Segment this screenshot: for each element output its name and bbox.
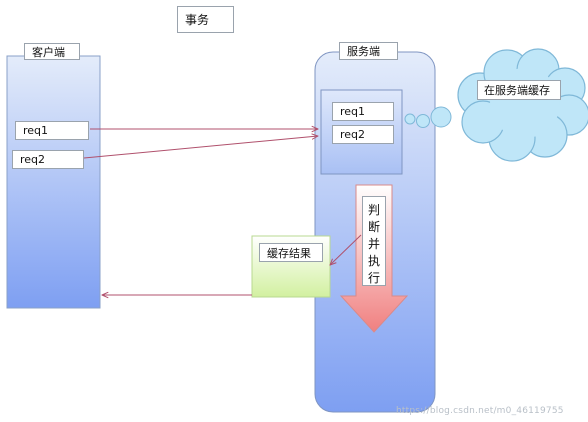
client-container xyxy=(6,55,101,309)
server-label: 服务端 xyxy=(339,42,398,60)
arrow-process-to-cache xyxy=(330,234,362,265)
server-queue-req2: req2 xyxy=(332,125,394,144)
diagram-title: 事务 xyxy=(177,6,234,33)
process-char: 断 xyxy=(367,220,380,234)
cloud-tail-bubbles xyxy=(404,106,452,128)
server-queue-req1: req1 xyxy=(332,102,394,121)
process-char: 并 xyxy=(367,237,380,251)
watermark-text: https://blog.csdn.net/m0_46119755 xyxy=(396,406,564,416)
client-request-req2: req2 xyxy=(12,150,84,169)
process-label: 判 断 并 执 行 xyxy=(362,196,386,286)
client-label: 客户端 xyxy=(24,43,80,60)
arrow-req2-to-server xyxy=(83,136,318,159)
cloud-label: 在服务端缓存 xyxy=(477,80,561,100)
process-char: 行 xyxy=(367,271,380,285)
process-char: 判 xyxy=(367,203,380,217)
process-char: 执 xyxy=(367,254,380,268)
cache-result-label: 缓存结果 xyxy=(259,243,323,262)
client-request-req1: req1 xyxy=(15,121,89,140)
cloud-shape xyxy=(457,48,588,162)
